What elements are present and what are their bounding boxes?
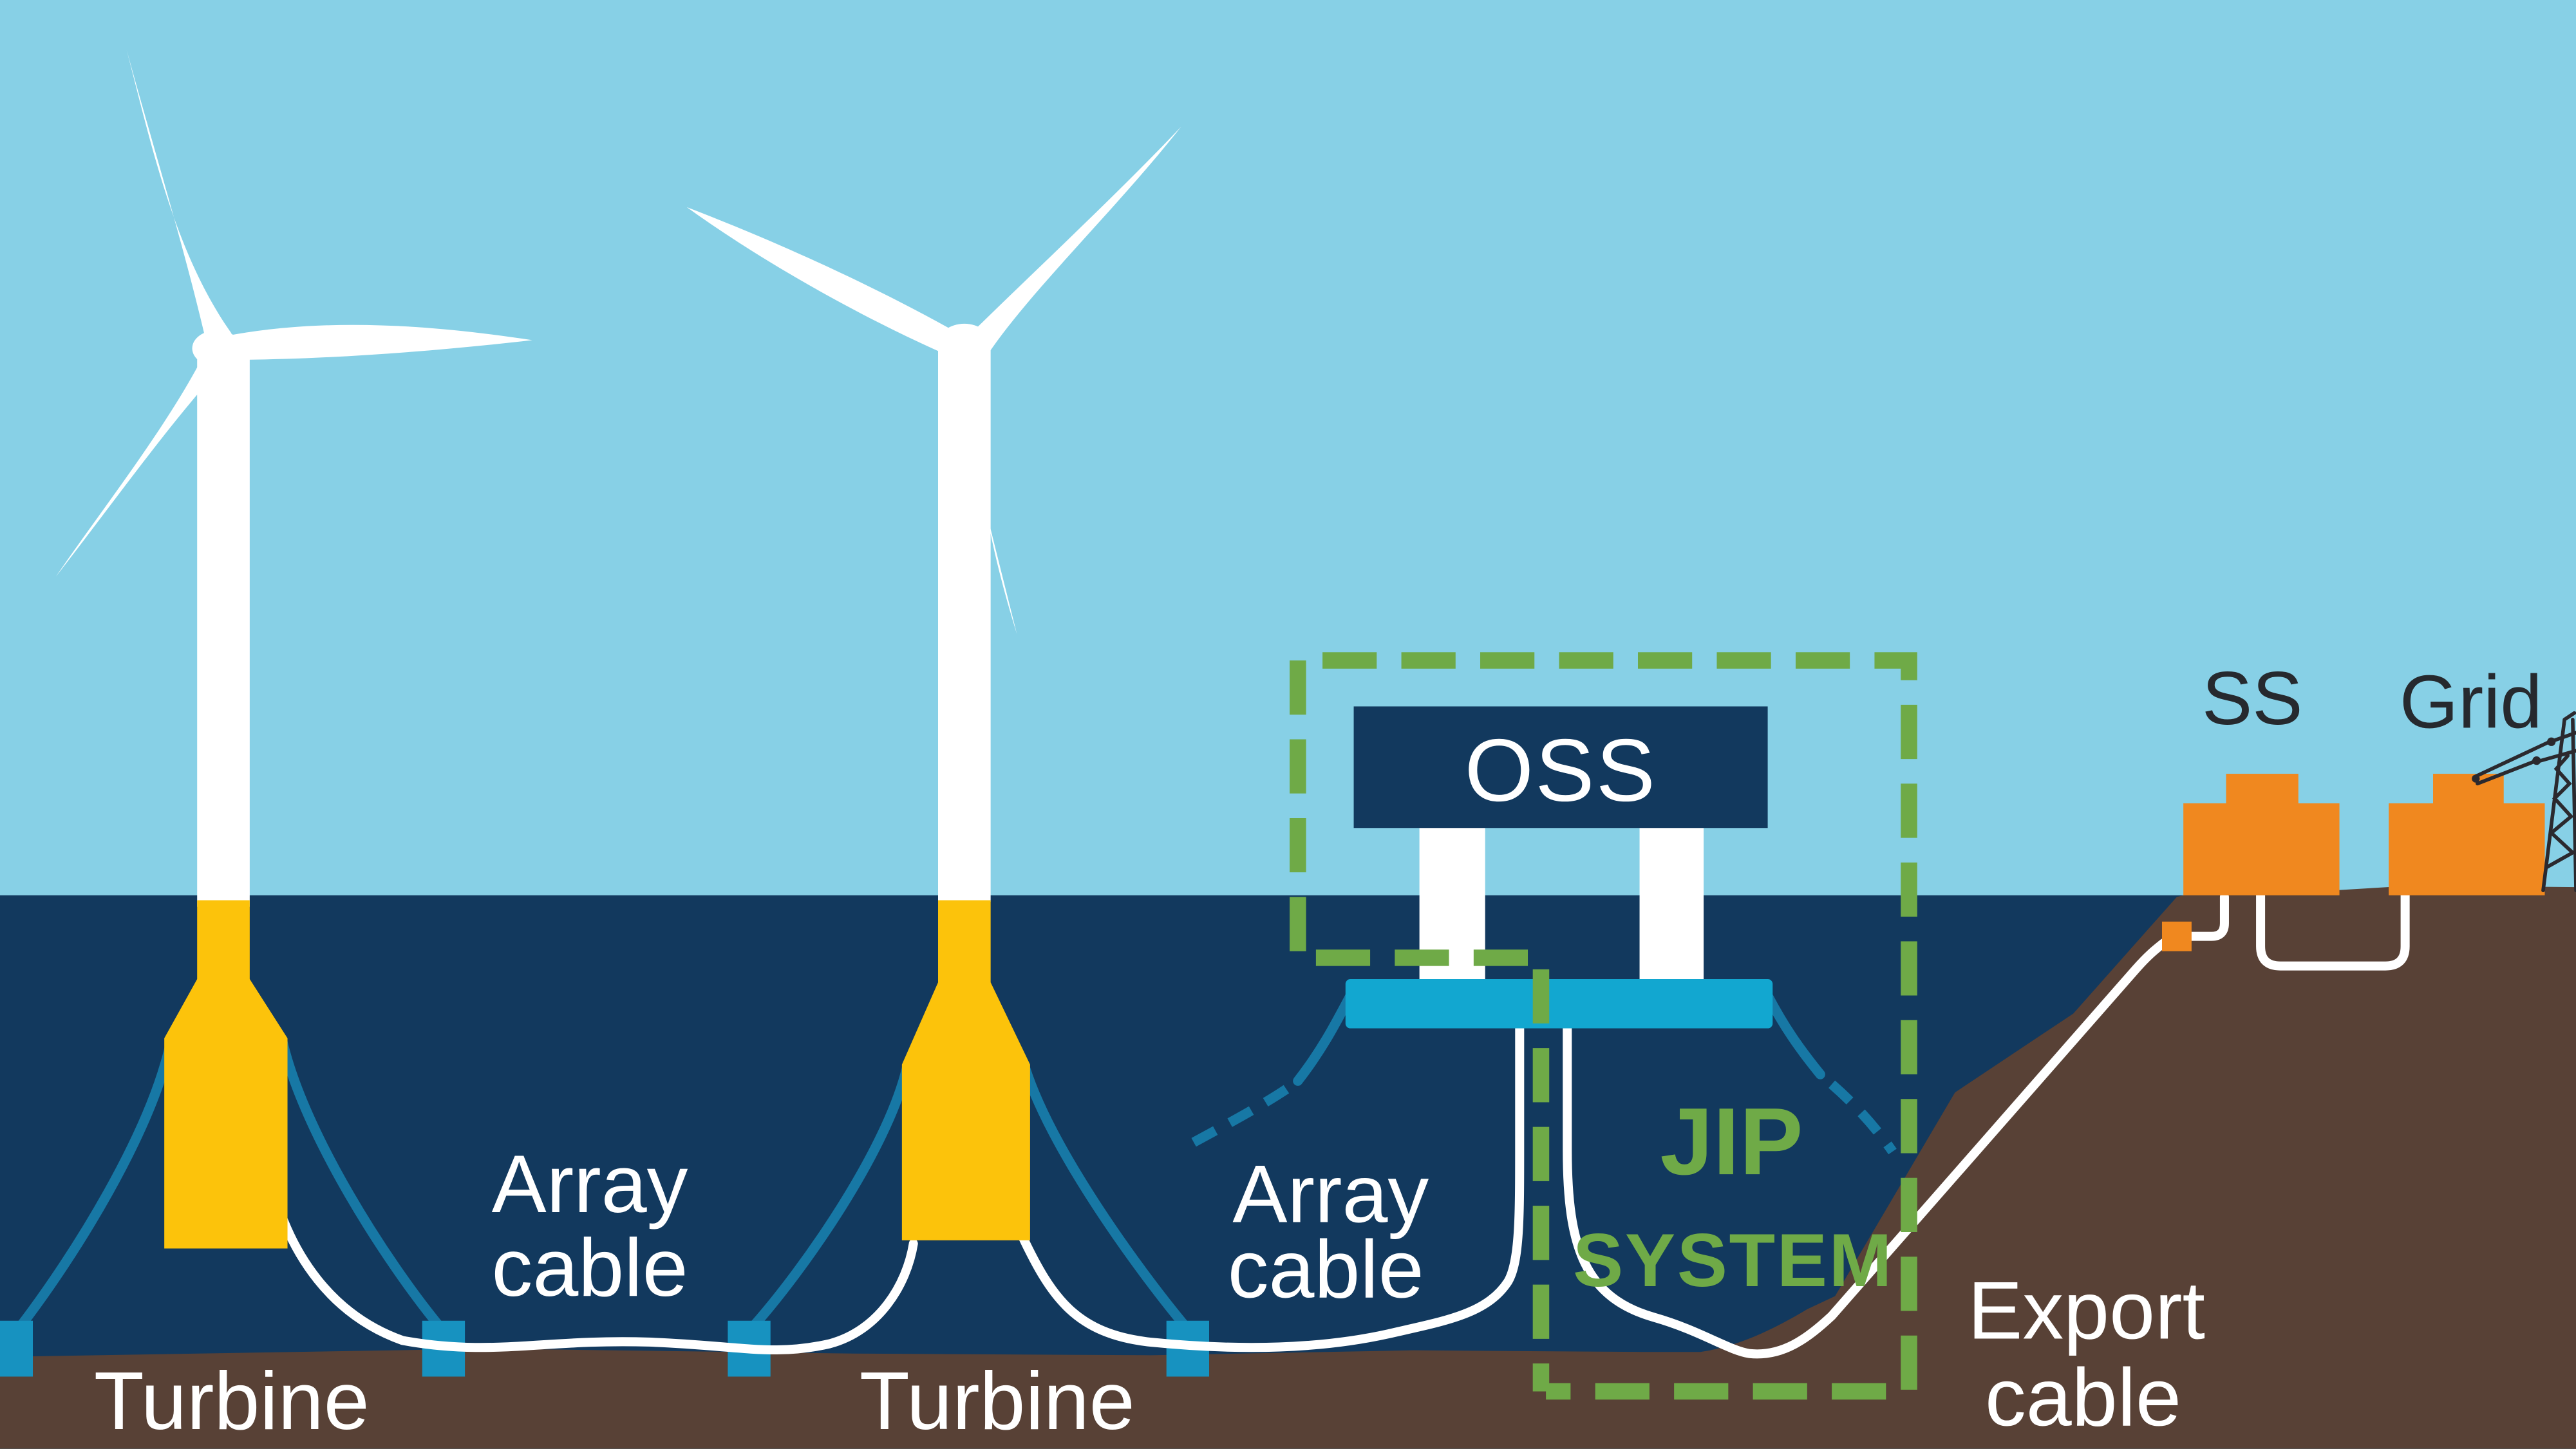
anchor-pile — [0, 1320, 33, 1377]
mooring-line — [747, 1063, 912, 1332]
oss-mooring-line — [1762, 990, 1825, 1080]
jip-label: JIP — [1660, 1089, 1803, 1195]
ss-label: SS — [2202, 656, 2303, 740]
floating-spar-base — [164, 900, 288, 1249]
oss-mooring-dashed — [1180, 1085, 1290, 1153]
insulator-icon — [2547, 737, 2556, 746]
wind-turbine-left — [55, 49, 532, 1249]
turbine-blade — [686, 207, 955, 359]
jip-system-boundary — [1290, 652, 1917, 1400]
transmission-pylon — [2472, 711, 2576, 893]
mooring-line — [277, 1036, 446, 1332]
floating-spar-base — [901, 900, 1030, 1240]
power-lines — [2472, 739, 2553, 786]
oss-mooring-dashed — [1829, 1080, 1897, 1155]
ss-building — [2183, 803, 2340, 895]
pylon-legs — [2541, 718, 2576, 893]
export-cable-label-line2: cable — [1985, 1352, 2181, 1444]
landfall-transition-joint — [2161, 921, 2192, 951]
insulator-icon — [2532, 756, 2541, 765]
oss-label: OSS — [1465, 721, 1657, 820]
turbine-blade — [975, 126, 1181, 355]
turbine1-moorings — [0, 1036, 465, 1377]
insulator-icon — [2472, 774, 2480, 783]
ss-building-top — [2226, 774, 2299, 805]
seabed-and-shore — [0, 885, 2576, 1449]
mooring-line — [14, 1036, 176, 1332]
turbine-nacelle — [937, 323, 991, 364]
sky-background — [0, 0, 2576, 895]
export-cable — [1563, 938, 2168, 1359]
turbine-tower — [937, 343, 991, 902]
turbine-blade — [227, 324, 532, 360]
array-cable-right-label-line2: cable — [1228, 1224, 1424, 1316]
oss-mooring-line — [1293, 990, 1356, 1086]
oss-floating-platform — [1345, 979, 1773, 1029]
array-cable-turbine1-to-turbine2 — [271, 1194, 918, 1355]
oss-topside-box — [1353, 706, 1768, 828]
turbine-tower — [197, 348, 250, 907]
array-cable-right-label-line1: Array — [1232, 1148, 1429, 1240]
grid-label: Grid — [2400, 659, 2543, 743]
oss-leg — [1639, 821, 1704, 986]
grid-building — [2389, 803, 2545, 895]
array-cable-left-label-line2: cable — [492, 1222, 688, 1314]
wind-turbine-right — [686, 126, 1181, 1240]
mooring-line — [1020, 1063, 1191, 1332]
pylon-lattice — [2544, 754, 2576, 870]
onshore-cable-ss-to-grid — [2256, 889, 2410, 971]
array-cable-turbine2-to-oss — [1017, 1020, 1525, 1352]
subsea-cables — [271, 889, 2410, 1359]
onshore-buildings — [2183, 774, 2545, 895]
turbine-nacelle — [192, 330, 242, 367]
export-cable-label-line1: Export — [1968, 1265, 2205, 1356]
diagram-labels: Turbine Turbine Array cable Array cable … — [94, 656, 2543, 1447]
turbine-blade — [55, 358, 224, 577]
onshore-cable-to-ss — [2185, 892, 2229, 941]
turbine-blade — [951, 351, 1017, 635]
system-label: SYSTEM — [1573, 1218, 1894, 1302]
array-cable-left-label-line1: Array — [492, 1139, 688, 1230]
turbine-right-label: Turbine — [860, 1356, 1135, 1447]
turbine-left-label: Turbine — [94, 1356, 370, 1447]
